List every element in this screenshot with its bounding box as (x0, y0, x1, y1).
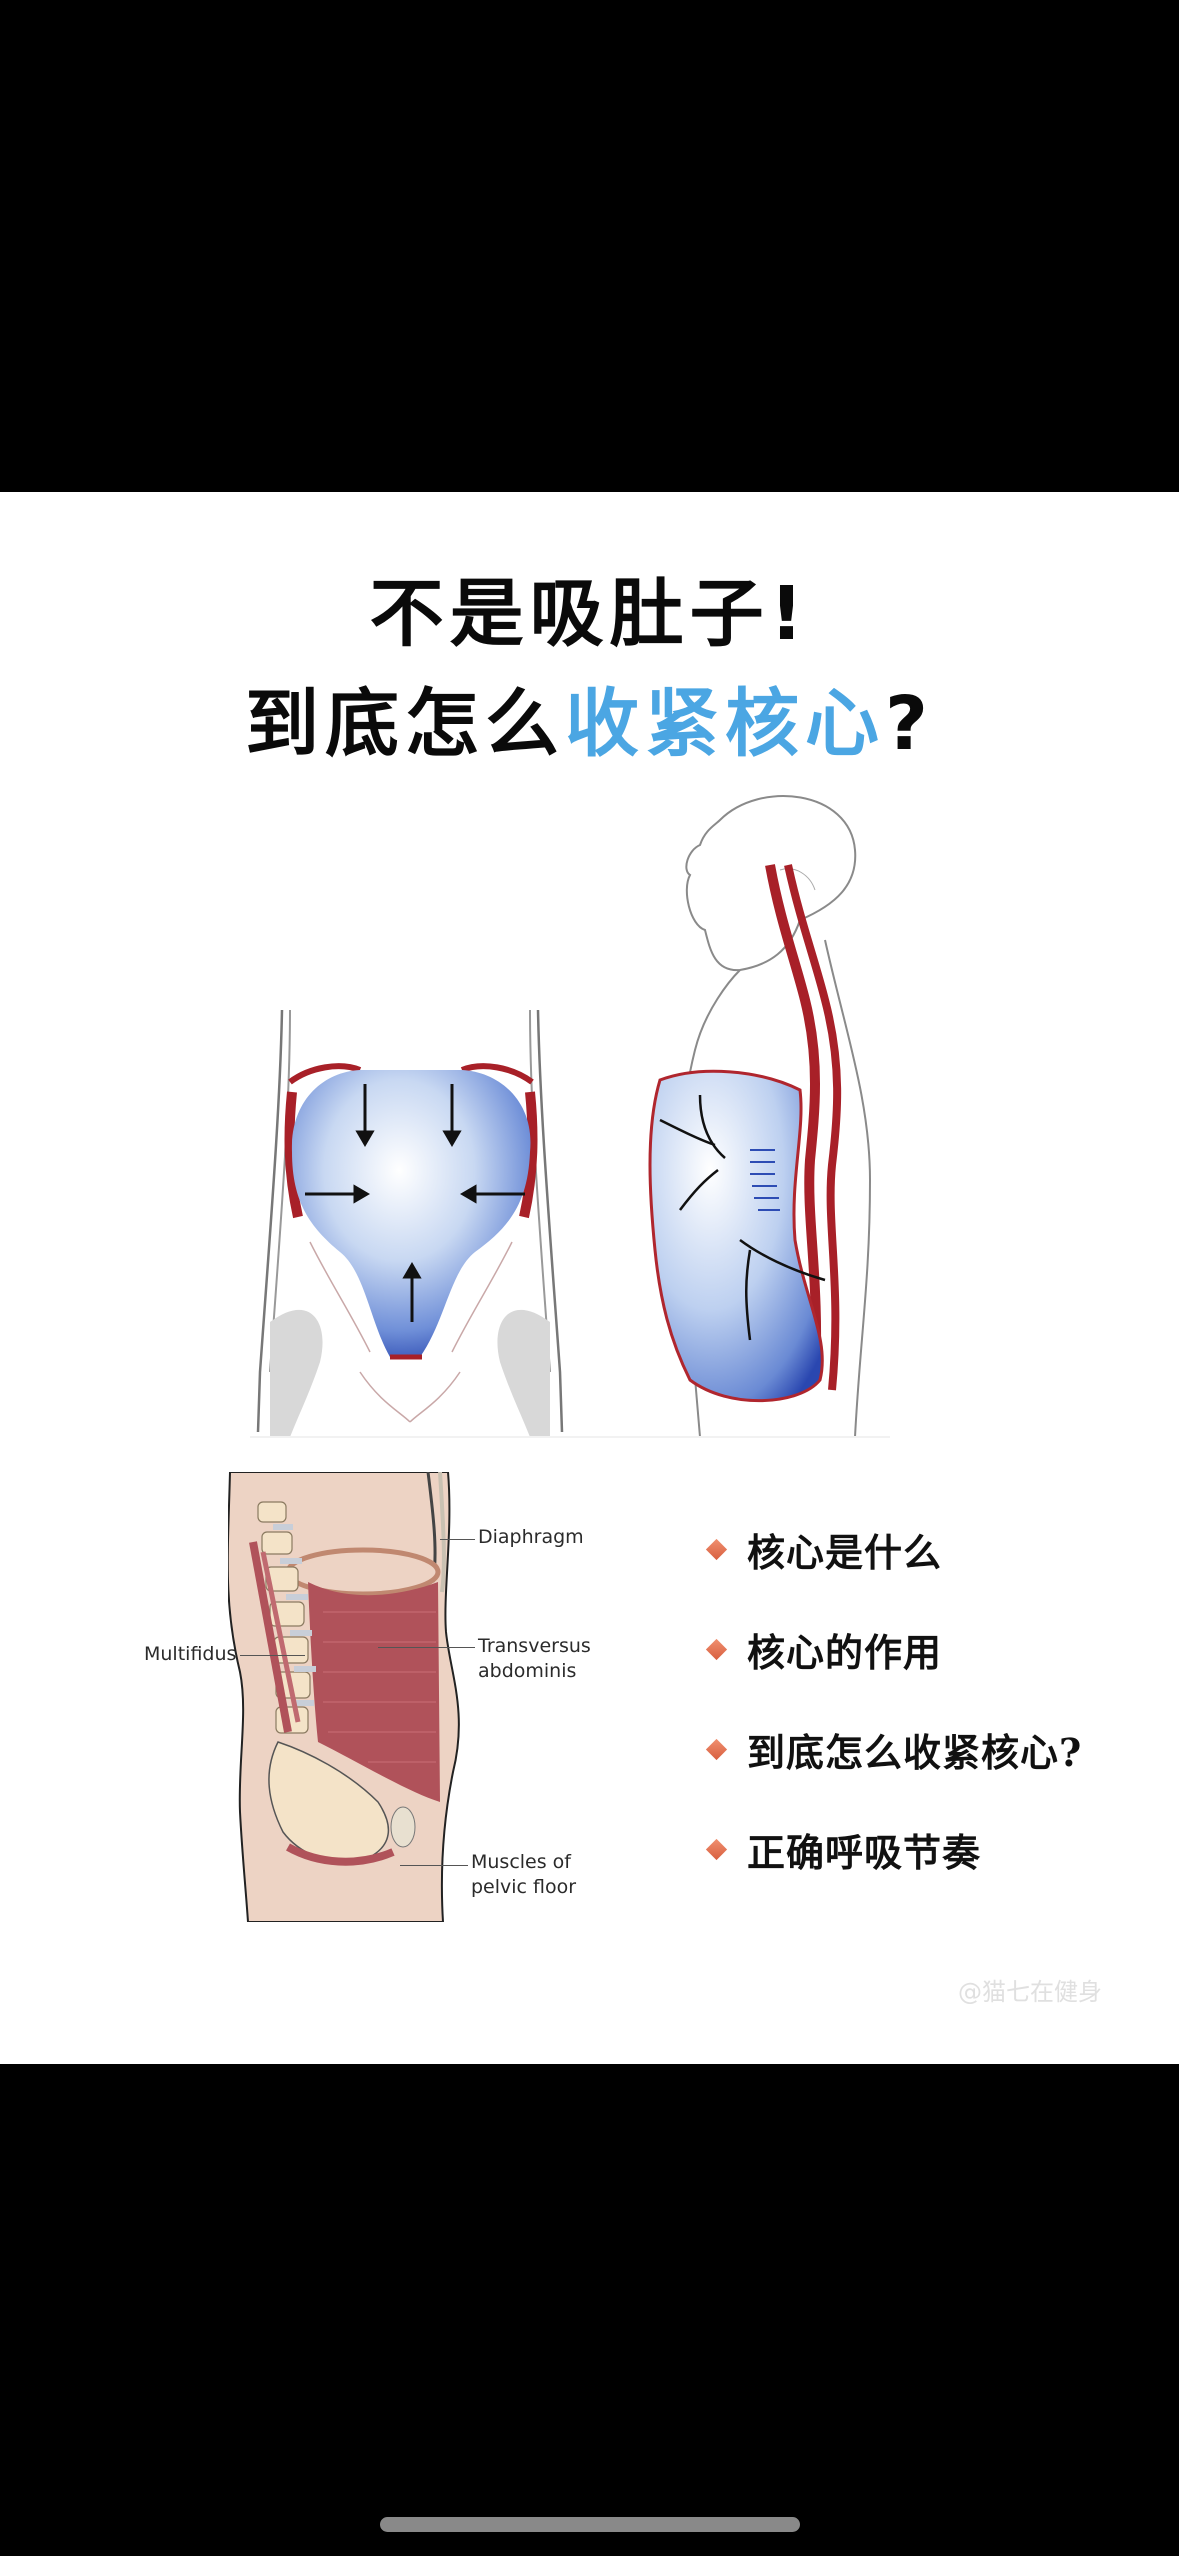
title-line-1: 不是吸肚子! (369, 571, 810, 657)
title-prefix: 到底怎么 (245, 681, 566, 767)
label-multifidus: Multifidus (144, 1643, 237, 1665)
divider (250, 1436, 890, 1438)
label-diaphragm: Diaphragm (478, 1526, 584, 1548)
leader-line (440, 1539, 475, 1540)
post-image: 不是吸肚子! 到底怎么收紧核心? (0, 492, 1179, 2064)
leader-line (400, 1865, 468, 1866)
diamond-bullet-icon (705, 1738, 728, 1760)
topic-list: 核心是什么 核心的作用 到底怎么收紧核心? 正确呼吸节奏 (705, 1527, 1082, 1927)
watermark: @猫七在健身 (958, 1978, 1102, 2006)
diamond-bullet-icon (705, 1838, 728, 1860)
core-muscles-anatomy-illustration (226, 1471, 468, 1923)
abdominal-pressure-side-illustration (620, 780, 900, 1438)
leader-line (240, 1655, 305, 1656)
title-highlight: 收紧核心 (565, 681, 886, 767)
list-item: 到底怎么收紧核心? (705, 1727, 1082, 1775)
home-indicator[interactable] (380, 2517, 800, 2532)
diamond-bullet-icon (705, 1638, 728, 1660)
list-item: 核心是什么 (705, 1527, 1082, 1575)
list-item: 正确呼吸节奏 (705, 1827, 1082, 1875)
list-item: 核心的作用 (705, 1627, 1082, 1675)
leader-line (378, 1647, 475, 1648)
abdominal-pressure-front-illustration (250, 992, 570, 1437)
diamond-bullet-icon (705, 1538, 728, 1560)
title-line-2: 到底怎么收紧核心? (0, 664, 1179, 771)
title-suffix: ? (885, 681, 934, 767)
